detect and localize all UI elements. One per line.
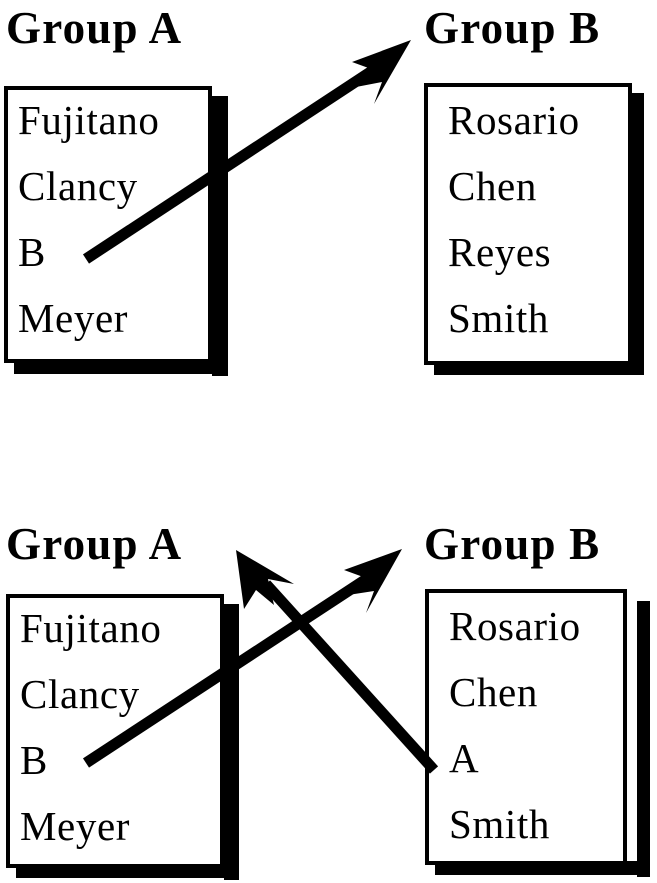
group-b-title: Group B (424, 3, 601, 53)
list-item: Meyer (20, 803, 131, 849)
list-item: Rosario (448, 97, 580, 143)
list-item: Meyer (18, 295, 129, 341)
card-shadow-right (224, 604, 239, 880)
card-shadow-right (212, 96, 228, 376)
group-b-list-card: Rosario Chen A Smith (425, 589, 650, 879)
arrow-b-to-a-head (236, 550, 294, 609)
list-item: Clancy (20, 671, 140, 717)
arrow-b-to-a-shaft (261, 580, 439, 774)
list-item: Smith (449, 801, 550, 847)
card-shadow-right (637, 601, 650, 877)
list-item: Reyes (448, 229, 552, 275)
group-a-title: Group A (6, 519, 183, 569)
group-b-list-card: Rosario Chen Reyes Smith (424, 83, 644, 375)
group-a-title: Group A (6, 3, 183, 53)
list-item: Chen (449, 669, 538, 715)
swap-transfer-panel: Group A Fujitano Clancy B Meyer Group B … (0, 508, 657, 883)
arrow-a-to-b-head (352, 40, 411, 104)
list-item: Rosario (449, 603, 581, 649)
card-outline (424, 83, 632, 365)
list-item: A (449, 735, 480, 781)
list-item: B (18, 229, 46, 275)
card-shadow-right (630, 93, 644, 375)
single-transfer-panel: Group A Fujitano Clancy B Meyer Group B … (4, 3, 644, 376)
list-item: Fujitano (20, 605, 162, 651)
list-item: B (20, 737, 48, 783)
group-a-list-card: Fujitano Clancy B Meyer (4, 86, 228, 376)
arrow-a-to-b-head (344, 549, 402, 613)
list-item: Smith (448, 295, 549, 341)
list-item: Clancy (18, 163, 138, 209)
card-outline (425, 589, 627, 865)
group-a-list-card: Fujitano Clancy B Meyer (6, 594, 239, 880)
card-shadow-bottom (14, 360, 228, 374)
list-item: Chen (448, 163, 537, 209)
group-b-title: Group B (424, 519, 601, 569)
list-item: Fujitano (18, 97, 160, 143)
